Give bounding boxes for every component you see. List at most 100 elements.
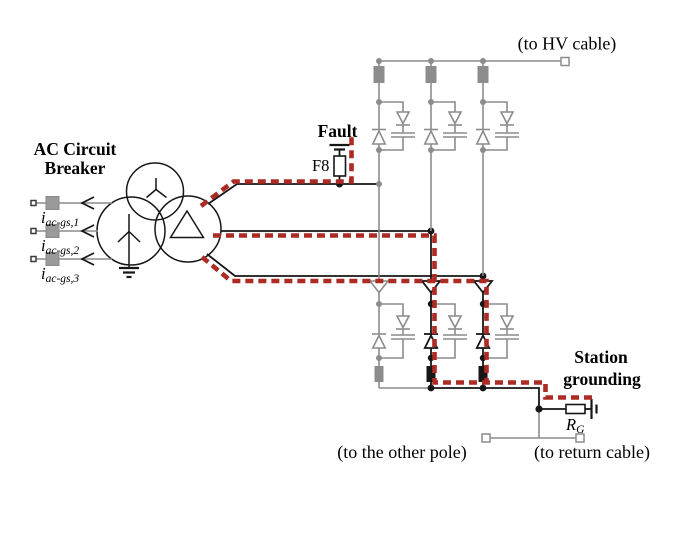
- lower-valve-arms: [368, 280, 519, 388]
- fault-path-phase-1: [199, 135, 354, 208]
- wire: [431, 339, 456, 359]
- diode-icon: [499, 111, 515, 126]
- wire: [379, 101, 404, 112]
- transformer-winding-top-circle: [125, 162, 185, 221]
- arm-reactor: [426, 366, 436, 382]
- fault-path-phase-3: [200, 255, 489, 381]
- node-dot: [376, 355, 382, 361]
- return-cable-label-text: (to return cable): [534, 442, 650, 463]
- wye-spoke: [117, 230, 130, 243]
- wire: [379, 303, 404, 316]
- resistor-subscript: G: [576, 424, 585, 436]
- arm-reactor: [477, 66, 489, 83]
- other-pole-label-text: (to the other pole): [337, 442, 466, 463]
- phase-wire-3: [206, 253, 483, 277]
- wire: [431, 101, 456, 112]
- phase-wire-1: [207, 183, 379, 205]
- current-subscript: ac-gs,3: [46, 273, 80, 285]
- station-title-text1: Station: [574, 347, 628, 367]
- arm-reactor: [374, 366, 384, 382]
- delta-winding-icon: [169, 209, 205, 239]
- node-dot: [427, 384, 435, 392]
- labels: (to HV cable) Fault F8 AC Circuit Breake…: [34, 34, 650, 464]
- ac-terminal-square-3: [30, 255, 37, 263]
- node-dot: [480, 99, 486, 105]
- phase-leg-verticals: [378, 150, 484, 281]
- dc-positive-bus: [376, 56, 570, 67]
- ac-breaker-title-text1: AC Circuit: [34, 139, 117, 159]
- wire: [483, 137, 508, 151]
- ac-breaker-title-line1: AC Circuit: [34, 139, 117, 159]
- ac-breaker-title-text2: Breaker: [45, 158, 106, 178]
- wire: [431, 303, 456, 316]
- grounded-wye-winding-icon: [117, 214, 141, 268]
- diode-icon: [371, 333, 387, 349]
- wire: [483, 339, 508, 359]
- hv-cable-terminal-square: [560, 56, 570, 67]
- ground-icon: [119, 266, 139, 279]
- current-symbol: i: [41, 264, 46, 283]
- ac-breaker-title-line2: Breaker: [45, 158, 106, 178]
- fault-path-phase-2-to-ground: [213, 233, 593, 400]
- breaker-contact-icon-2: [45, 224, 60, 238]
- diode-icon: [475, 129, 491, 145]
- wye-spoke: [155, 188, 167, 199]
- phase-connections: [206, 181, 487, 280]
- diode-icon: [395, 111, 411, 126]
- lower-valve-arm-3: [472, 280, 519, 388]
- grounding-resistor: [565, 403, 586, 415]
- diode-icon: [499, 315, 515, 330]
- ac-breaker-feeders: [30, 196, 112, 266]
- station-grounding-title-line1: Station: [574, 347, 628, 367]
- arm-reactor: [478, 366, 488, 382]
- current-symbol: i: [41, 236, 46, 255]
- wye-spoke: [128, 230, 141, 243]
- wire: [483, 303, 508, 316]
- hv-cable-label: (to HV cable): [518, 34, 617, 55]
- wire: [379, 137, 404, 151]
- fault-title: Fault: [318, 121, 358, 141]
- arm-reactor: [373, 66, 385, 83]
- node-dot: [479, 384, 487, 392]
- return-cable-terminal-square: [575, 433, 585, 443]
- wire: [431, 137, 456, 151]
- other-pole-terminal-square: [481, 433, 491, 443]
- current-subscript: ac-gs,1: [46, 217, 80, 229]
- fault-resistor: [333, 155, 347, 177]
- diode-icon: [423, 129, 439, 145]
- diode-icon: [395, 315, 411, 330]
- lower-valve-arm-2: [420, 280, 467, 388]
- upper-valve-arms: [371, 61, 519, 153]
- wire: [483, 101, 508, 112]
- current-label-1: iac-gs,1: [41, 208, 79, 229]
- upper-valve-arm-3: [475, 61, 519, 153]
- wye-winding-icon: [146, 178, 167, 199]
- wye-spoke: [146, 188, 157, 199]
- ac-terminal-square-1: [30, 199, 37, 207]
- earth-icon: [590, 399, 598, 419]
- transformer-winding-right-circle: [154, 195, 222, 263]
- hv-cable-label-text: (to HV cable): [518, 34, 617, 55]
- breaker-contact-icon-3: [45, 252, 60, 266]
- fault-current-path: [199, 135, 593, 400]
- station-grounding-title-line2: grounding: [563, 369, 641, 389]
- station-title-text2: grounding: [563, 369, 641, 389]
- arrow-left-icon-2: [80, 224, 95, 238]
- grounding-resistor-label: RG: [565, 415, 585, 436]
- fault-title-text: Fault: [318, 121, 358, 141]
- diode-icon: [447, 315, 463, 330]
- node-dot: [376, 99, 382, 105]
- current-subscript: ac-gs,2: [46, 245, 80, 257]
- other-pole-label: (to the other pole): [337, 442, 466, 463]
- lower-valve-arm-1: [368, 280, 415, 388]
- upper-valve-arm-2: [423, 61, 467, 153]
- fault-id-label: F8: [312, 156, 329, 175]
- arrow-left-icon-1: [80, 196, 95, 210]
- diode-icon: [447, 111, 463, 126]
- breaker-contact-icon-1: [45, 196, 60, 210]
- bottom-bus-wire-black: [431, 387, 540, 409]
- three-winding-transformer: [96, 162, 222, 279]
- dc-bottom-bus-and-station-grounding: [379, 384, 598, 443]
- arrow-left-icon-3: [80, 252, 95, 266]
